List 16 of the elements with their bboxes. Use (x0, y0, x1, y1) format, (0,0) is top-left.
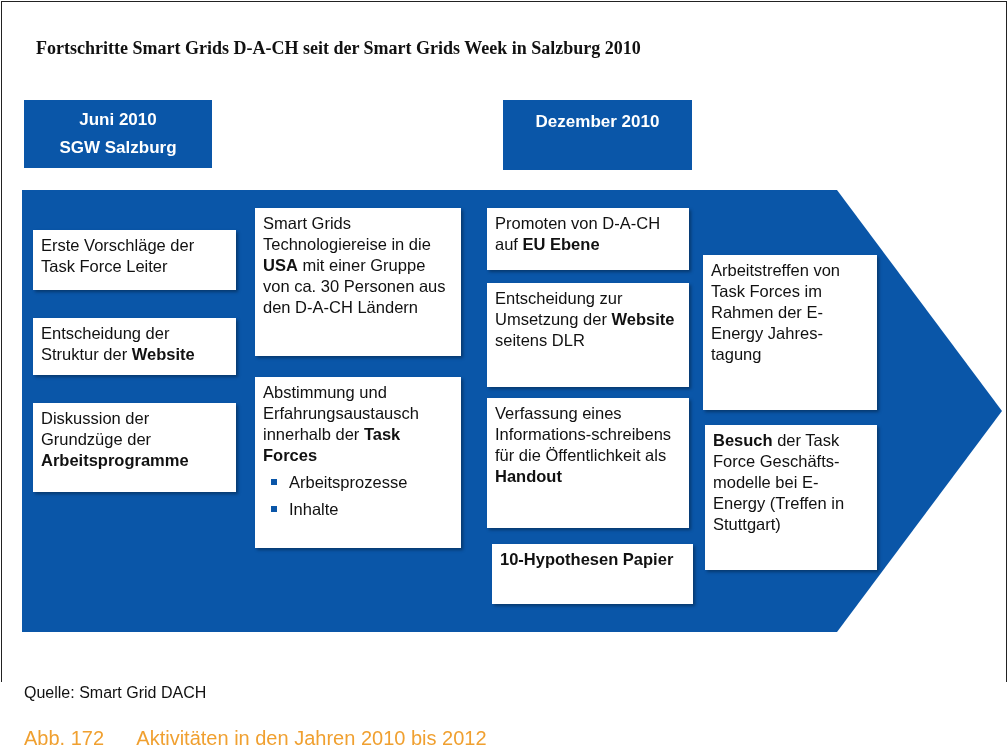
activity-box: Arbeitstreffen von Task Forces im Rahmen der E-Energy Jahres-tagung (703, 255, 877, 410)
activity-box: Abstimmung und Erfahrungsaustausch innerhalb der Task Forces Arbeitsprozesse Inhalte (255, 377, 461, 548)
activity-box: Entscheidung zur Umsetzung der Website seitens DLR (487, 283, 689, 387)
diagram-title: Fortschritte Smart Grids D-A-CH seit der Smart Grids Week in Salzburg 2010 (36, 38, 641, 59)
date-box: Dezember 2010 (503, 100, 692, 170)
source-note: Quelle: Smart Grid DACH (24, 684, 207, 702)
activity-box: Besuch der Task Force Geschäfts-modelle bei E-Energy (Treffen in Stuttgart) (705, 425, 877, 570)
activity-box: Promoten von D-A-CH auf EU Ebene (487, 208, 689, 270)
activity-box: Verfassung eines Informations-schreibens für die Öffentlichkeit als Handout (487, 398, 689, 528)
figure-caption: Abb. 172 Aktivitäten in den Jahren 2010 bis 2012 (24, 727, 487, 750)
activity-box: 10-Hypothesen Papier (492, 544, 693, 604)
activity-box: Diskussion der Grundzüge der Arbeitsprogramme (33, 403, 236, 492)
activity-box: Smart Grids Technologiereise in die USA mit einer Gruppe von ca. 30 Personen aus den D-A-CH Ländern (255, 208, 461, 356)
date-box: Juni 2010 SGW Salzburg (24, 100, 212, 168)
activity-box: Entscheidung der Struktur der Website (33, 318, 236, 375)
activity-box: Erste Vorschläge der Task Force Leiter (33, 230, 236, 290)
